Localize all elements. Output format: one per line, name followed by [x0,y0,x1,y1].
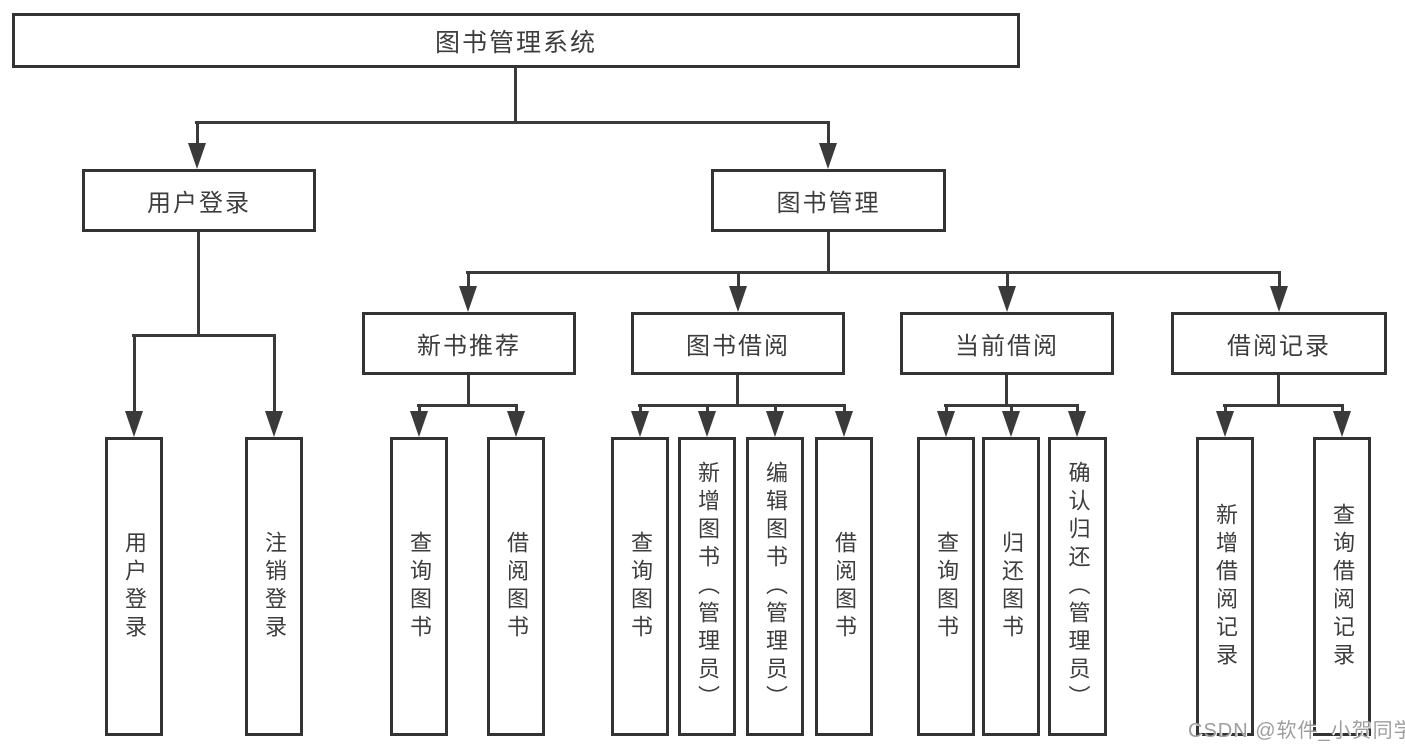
connector-line [1076,404,1079,412]
arrowhead-down-icon [729,286,747,312]
connector-line [1277,375,1280,406]
connector-line [843,404,846,412]
arrowhead-down-icon [766,411,784,437]
connector-line [827,121,830,144]
connector-line [467,375,470,406]
leaf-query-books-current: 查询图书 [917,437,975,736]
arrowhead-down-icon [410,411,428,437]
arrowhead-down-icon [1270,286,1288,312]
arrowhead-down-icon [835,411,853,437]
connector-line [774,404,777,412]
arrowhead-down-icon [631,411,649,437]
arrowhead-down-icon [507,411,525,437]
connector-line [1010,404,1013,412]
arrowhead-down-icon [1216,411,1234,437]
connector-line [945,404,948,412]
arrowhead-down-icon [698,411,716,437]
leaf-query-books-borrow: 查询图书 [611,437,669,736]
leaf-query-borrow-record: 查询借阅记录 [1313,437,1371,736]
connector-line [417,404,518,407]
connector-line [638,404,846,407]
connector-line [736,375,739,406]
leaf-return-book: 归还图书 [982,437,1040,736]
connector-line [418,404,421,412]
node-current-borrowing: 当前借阅 [900,312,1114,375]
arrowhead-down-icon [1068,411,1086,437]
connector-line [467,271,470,287]
node-book-management: 图书管理 [711,169,946,232]
connector-line [706,404,709,412]
connector-line [514,68,517,124]
leaf-borrow-books: 借阅图书 [815,437,873,736]
arrowhead-down-icon [459,286,477,312]
leaf-user-login: 用户登录 [105,437,163,736]
connector-line [133,334,136,412]
connector-line [132,334,276,337]
node-new-book-recommend: 新书推荐 [362,312,576,375]
arrowhead-down-icon [265,411,283,437]
leaf-logout: 注销登录 [245,437,303,736]
connector-line [197,232,200,337]
leaf-add-book-admin: 新增图书（管理员） [678,437,736,736]
leaf-borrow-books-recommend: 借阅图书 [487,437,545,736]
node-borrowing-records: 借阅记录 [1171,312,1387,375]
node-user-login: 用户登录 [82,169,316,232]
arrowhead-down-icon [1333,411,1351,437]
connector-line [466,271,1281,274]
arrowhead-down-icon [188,143,206,169]
connector-line [639,404,642,412]
arrowhead-down-icon [1002,411,1020,437]
connector-line [195,121,830,124]
connector-line [196,121,199,144]
watermark: CSDN @软件_小贺同学 [1188,720,1405,742]
leaf-edit-book-admin: 编辑图书（管理员） [746,437,804,736]
connector-line [1005,375,1008,406]
connector-line [515,404,518,412]
node-book-borrowing: 图书借阅 [631,312,845,375]
connector-line [1006,271,1009,287]
connector-line [827,232,830,273]
connector-line [1224,404,1227,412]
arrowhead-down-icon [998,286,1016,312]
connector-line [1278,271,1281,287]
arrowhead-down-icon [937,411,955,437]
arrowhead-down-icon [819,143,837,169]
node-library-system: 图书管理系统 [12,13,1020,68]
leaf-confirm-return-admin: 确认归还（管理员） [1048,437,1107,736]
leaf-add-borrow-record: 新增借阅记录 [1196,437,1254,736]
connector-line [1223,404,1344,407]
connector-line [273,334,276,412]
leaf-query-books-recommend: 查询图书 [390,437,448,736]
connector-line [1341,404,1344,412]
connector-line [737,271,740,287]
arrowhead-down-icon [125,411,143,437]
